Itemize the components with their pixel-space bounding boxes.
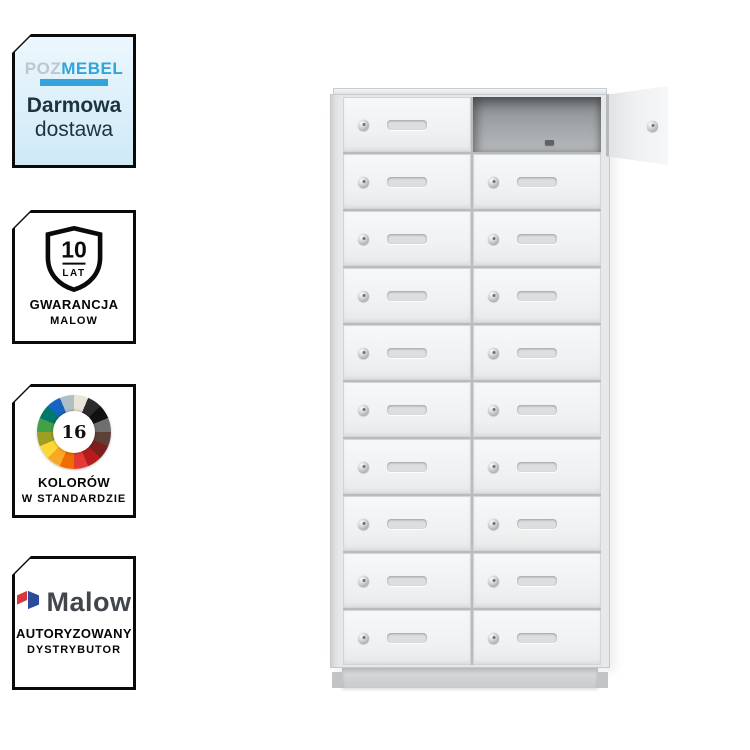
locker-door: [473, 439, 601, 494]
free-delivery-text-line2: dostawa: [34, 118, 114, 141]
locker-door: [473, 382, 601, 437]
badge-colors: 16 KOLORÓW W STANDARDZIE: [12, 384, 136, 518]
badge-warranty: 10 LAT GWARANCJA MALOW: [12, 210, 136, 344]
badge-frame: Malow AUTORYZOWANY DYSTRYBUTOR: [12, 556, 136, 690]
locker-door: [343, 610, 471, 665]
lock-icon: [488, 176, 499, 187]
label-slot: [387, 233, 427, 244]
lock-icon: [488, 290, 499, 301]
warranty-years: 10: [61, 236, 87, 262]
badge-free-delivery: POZMEBEL Darmowa dostawa: [12, 34, 136, 168]
badge-frame: 16 KOLORÓW W STANDARDZIE: [12, 384, 136, 518]
pozmebel-logo: POZMEBEL: [25, 60, 123, 86]
cabinet-body: [330, 94, 610, 668]
lock-icon: [358, 518, 369, 529]
locker-door: [343, 382, 471, 437]
locker-door: [473, 268, 601, 323]
cabinet-foot-right: [598, 672, 608, 688]
label-slot: [387, 119, 427, 130]
pozmebel-logo-suffix: MEBEL: [61, 58, 124, 78]
locker-door: [343, 154, 471, 209]
locker-door: [343, 496, 471, 551]
label-slot: [387, 290, 427, 301]
lock-icon: [488, 575, 499, 586]
label-slot: [387, 461, 427, 472]
locker-door: [473, 496, 601, 551]
cabinet-foot-left: [332, 672, 342, 688]
locker-cabinet: [330, 88, 610, 688]
lock-icon: [358, 233, 369, 244]
locker-door: [343, 553, 471, 608]
badge-frame: POZMEBEL Darmowa dostawa: [12, 34, 136, 168]
color-count: 16: [53, 411, 95, 454]
label-slot: [517, 347, 557, 358]
shield-icon: 10 LAT: [38, 225, 110, 293]
door-hinge-edge: [606, 94, 609, 157]
label-slot: [517, 461, 557, 472]
colors-text-line2: W STANDARDZIE: [21, 493, 127, 506]
locker-door: [473, 325, 601, 380]
cabinet-plinth: [342, 668, 598, 688]
distributor-text-line1: AUTORYZOWANY: [15, 625, 133, 641]
distributor-text-line2: DYSTRYBUTOR: [26, 643, 122, 656]
label-slot: [387, 575, 427, 586]
lock-icon: [358, 632, 369, 643]
lock-icon: [488, 518, 499, 529]
locker-door: [473, 610, 601, 665]
label-slot: [517, 290, 557, 301]
lock-icon: [358, 575, 369, 586]
colors-text-line1: KOLORÓW: [37, 475, 111, 491]
locker-door: [343, 268, 471, 323]
lock-icon: [358, 176, 369, 187]
warranty-years-unit: LAT: [62, 268, 85, 279]
lock-icon: [488, 632, 499, 643]
locker-door: [343, 439, 471, 494]
pozmebel-logo-prefix: POZ: [24, 58, 62, 78]
lock-icon: [647, 120, 658, 131]
color-wheel-icon: 16: [37, 395, 111, 470]
malow-logo-icon: [16, 589, 40, 616]
warranty-text-line1: GWARANCJA: [29, 296, 119, 312]
label-slot: [387, 632, 427, 643]
label-slot: [517, 518, 557, 529]
warranty-text-line2: MALOW: [50, 314, 98, 327]
pozmebel-tagline-bar: [39, 78, 108, 86]
locker-grid: [343, 97, 601, 665]
locker-door: [473, 154, 601, 209]
lock-icon: [358, 290, 369, 301]
lock-icon: [358, 461, 369, 472]
lock-icon: [488, 461, 499, 472]
locker-door: [343, 211, 471, 266]
badge-distributor: Malow AUTORYZOWANY DYSTRYBUTOR: [12, 556, 136, 690]
door-latch: [544, 140, 554, 145]
label-slot: [387, 176, 427, 187]
locker-door: [343, 97, 471, 152]
lock-icon: [358, 119, 369, 130]
label-slot: [517, 404, 557, 415]
label-slot: [517, 632, 557, 643]
label-slot: [517, 233, 557, 244]
open-compartment: [473, 97, 601, 152]
locker-door: [473, 553, 601, 608]
lock-icon: [358, 404, 369, 415]
lock-icon: [358, 347, 369, 358]
label-slot: [387, 404, 427, 415]
lock-icon: [488, 347, 499, 358]
label-slot: [387, 347, 427, 358]
locker-door: [343, 325, 471, 380]
lock-icon: [488, 233, 499, 244]
malow-brand-text: Malow: [46, 586, 132, 617]
lock-icon: [488, 404, 499, 415]
open-door: [606, 86, 668, 165]
label-slot: [517, 176, 557, 187]
label-slot: [517, 575, 557, 586]
badge-frame: 10 LAT GWARANCJA MALOW: [12, 210, 136, 344]
label-slot: [387, 518, 427, 529]
free-delivery-text-line1: Darmowa: [26, 93, 122, 117]
locker-door: [473, 211, 601, 266]
